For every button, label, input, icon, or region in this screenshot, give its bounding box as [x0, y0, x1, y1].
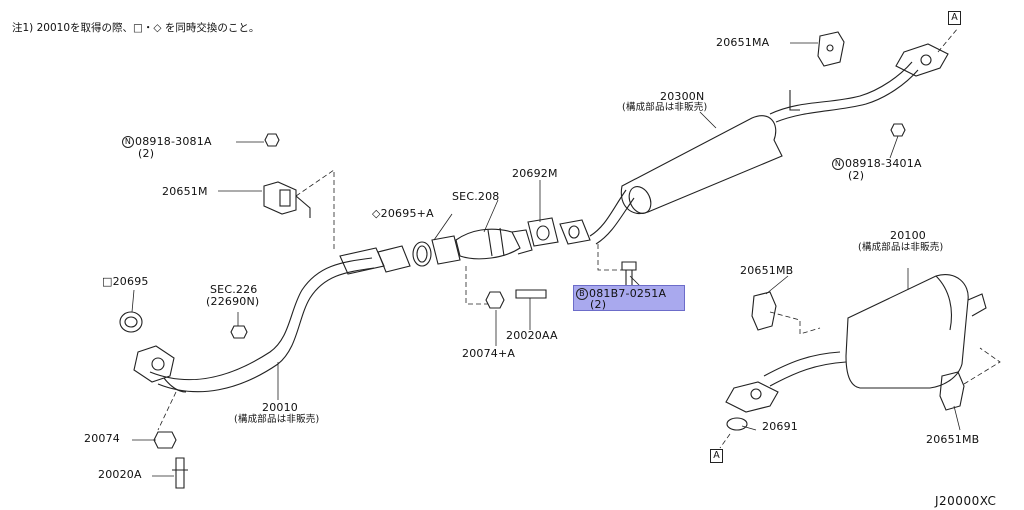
rear-flange-top: [895, 43, 949, 77]
connector-a-top: A: [948, 11, 961, 25]
label-20020AA[interactable]: 20020AA: [506, 329, 558, 342]
bolt-symbol: B: [576, 288, 588, 300]
label-08918-3081A-text: 08918-3081A: [135, 135, 212, 148]
stud-20020A: [172, 457, 188, 489]
front-pipe-flange: [133, 345, 175, 383]
label-20651MB-top[interactable]: 20651MB: [740, 264, 794, 277]
hanger-20651MA: [817, 31, 845, 67]
nut-symbol: N: [832, 158, 844, 170]
diagram-code: J20000XC: [935, 494, 997, 508]
label-20010[interactable]: 20010: [262, 401, 298, 414]
part-081B7-highlight[interactable]: [573, 285, 685, 311]
label-20020A[interactable]: 20020A: [98, 468, 142, 481]
label-20300N[interactable]: 20300N: [660, 90, 705, 103]
catalytic-converter: [455, 228, 521, 260]
label-sec208[interactable]: SEC.208: [452, 190, 500, 203]
nut-08918-3401A: [890, 123, 906, 137]
front-pipe-lower: [157, 267, 375, 393]
nut-symbol: N: [122, 136, 134, 148]
label-20651M[interactable]: 20651M: [162, 185, 208, 198]
label-08918-3081A-qty: (2): [138, 147, 155, 160]
label-08918-3401A-text: 08918-3401A: [845, 157, 922, 170]
hanger-20651MB-top: [751, 291, 777, 331]
rear-inlet-flange: [725, 381, 779, 413]
label-20300N-note: (構成部品は非販売): [622, 102, 708, 113]
label-20692M[interactable]: 20692M: [512, 167, 558, 180]
label-20695[interactable]: □20695: [102, 275, 149, 288]
hanger-20651MB-bottom: [939, 371, 965, 411]
center-muffler: [620, 115, 783, 214]
label-sec226-sub: (22690N): [206, 295, 260, 308]
label-20074A[interactable]: 20074+A: [462, 347, 516, 360]
hanger-20651M: [263, 181, 297, 215]
label-20695A[interactable]: ◇20695+A: [372, 207, 434, 220]
label-20100[interactable]: 20100: [890, 229, 926, 242]
gasket-20695: [119, 311, 143, 333]
rear-muffler: [845, 274, 969, 389]
stud-20020AA: [515, 289, 547, 299]
center-pipe-flange: [559, 219, 591, 245]
label-20651MA[interactable]: 20651MA: [716, 36, 770, 49]
bolt-081B7: [621, 261, 637, 287]
label-081B7-qty: (2): [590, 298, 607, 311]
label-081B7-0251A-text: 081B7-0251A: [589, 287, 667, 300]
gasket-20691: [726, 417, 748, 431]
cat-inlet-flange: [431, 235, 461, 265]
front-pipe-upper: [149, 257, 373, 381]
gasket-20692M: [527, 217, 559, 247]
nut-20074: [153, 431, 177, 449]
replacement-note: 注1) 20010を取得の際、□・◇ を同時交換のこと。: [12, 22, 260, 34]
connector-a-bottom: A: [710, 449, 723, 463]
label-sec226[interactable]: SEC.226: [210, 283, 258, 296]
label-20010-note: (構成部品は非販売): [234, 414, 320, 425]
label-08918-3401A-qty: (2): [848, 169, 865, 182]
label-20691[interactable]: 20691: [762, 420, 798, 433]
sensor-boss: [230, 325, 248, 339]
gasket-20695A: [412, 241, 432, 267]
nut-08918-3081A: [264, 133, 280, 147]
label-20651MB-bottom[interactable]: 20651MB: [926, 433, 980, 446]
label-20074[interactable]: 20074: [84, 432, 120, 445]
nut-20074A: [485, 291, 505, 309]
label-20100-note: (構成部品は非販売): [858, 242, 944, 253]
